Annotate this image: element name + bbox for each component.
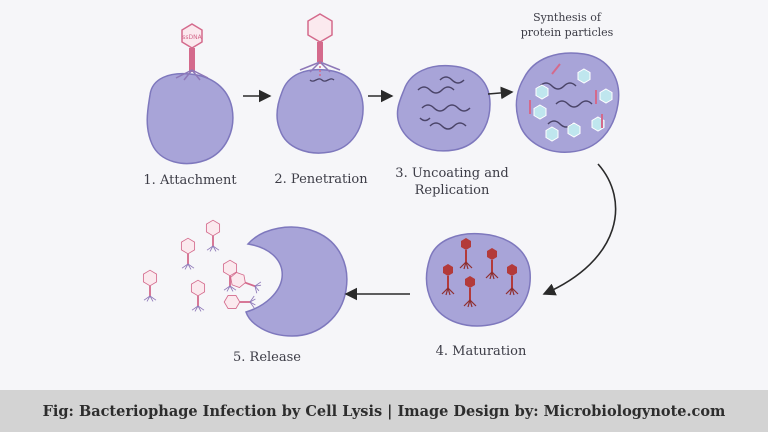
step-2-label: 2. Penetration — [274, 172, 368, 187]
diagram-stage: ssDNA — [142, 10, 620, 365]
step-4-label: 4. Maturation — [435, 344, 527, 359]
maturation-cell — [425, 232, 531, 327]
step-3-label-line1: 3. Uncoating and — [395, 166, 509, 181]
lysis-diagram: ssDNA — [142, 13, 620, 337]
step-3-label: 3. Uncoating and Replication — [395, 165, 508, 199]
caption-bar: Fig: Bacteriophage Infection by Cell Lys… — [0, 390, 768, 432]
release-cell — [245, 226, 348, 337]
penetration-cell — [276, 68, 364, 154]
synthesis-annotation-line2: protein particles — [520, 26, 614, 39]
figure-caption: Fig: Bacteriophage Infection by Cell Lys… — [42, 402, 726, 420]
step-3-label-line2: Replication — [414, 183, 490, 198]
replication-cell — [396, 64, 491, 152]
penetration-phage — [299, 13, 341, 76]
synthesis-cell — [515, 52, 620, 153]
synthesis-annotation-line1: Synthesis of — [533, 11, 601, 24]
attachment-cell — [146, 72, 234, 165]
attachment-phage: ssDNA — [175, 23, 209, 81]
phage-head-text: ssDNA — [182, 34, 202, 41]
arrow-synthesis-to-4 — [542, 163, 617, 296]
arrow-3-to-synthesis — [487, 86, 514, 100]
step-5-label: 5. Release — [233, 350, 301, 365]
released-phages — [142, 219, 264, 313]
synthesis-annotation: Synthesis of protein particles — [521, 10, 614, 40]
step-1-label: 1. Attachment — [143, 173, 237, 188]
